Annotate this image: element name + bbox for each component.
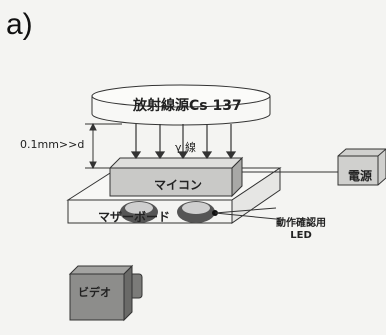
- led-pointers: [214, 207, 277, 220]
- power-box: [337, 148, 386, 186]
- video-camera: [68, 264, 143, 322]
- source-label: 放射線源Cs 137: [133, 98, 242, 114]
- led-label-line-1: 動作確認用: [276, 218, 326, 229]
- motherboard-label: マザーボード: [98, 210, 171, 224]
- led-modules: [120, 201, 218, 223]
- mcu-box: [108, 156, 244, 198]
- power-label: 電源: [348, 169, 373, 183]
- gamma-arrows: [130, 124, 237, 160]
- mcu-label: マイコン: [154, 178, 203, 192]
- distance-bracket: [85, 122, 122, 170]
- video-label: ビデオ: [78, 286, 111, 299]
- gamma-label: γ 線: [175, 141, 197, 154]
- led-label-line-2: LED: [290, 230, 312, 241]
- panel-label: a): [6, 8, 33, 41]
- distance-label: 0.1mm>>d: [20, 138, 85, 151]
- radiation-source: [91, 84, 271, 126]
- led-label: 動作確認用 LED: [276, 218, 326, 242]
